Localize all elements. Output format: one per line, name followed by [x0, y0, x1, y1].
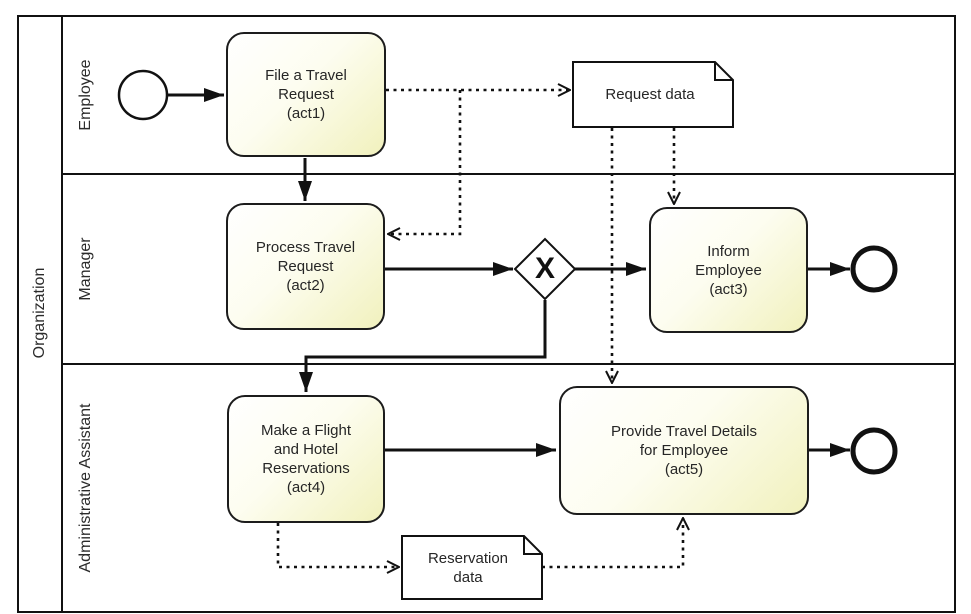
association-reservation-data-to-act5[interactable]: [542, 518, 683, 569]
task-label: Reservations: [262, 460, 350, 477]
end-event-manager[interactable]: [850, 245, 898, 293]
task-provide-travel-details[interactable]: Provide Travel Details for Employee (act…: [559, 386, 809, 515]
task-label: (act4): [286, 479, 326, 496]
pool-label-organization: Organization: [31, 267, 48, 359]
end-event-assistant[interactable]: [850, 427, 898, 475]
task-label: Request: [277, 258, 334, 275]
lane-label-manager: Manager: [77, 237, 94, 301]
reservation-data-label: Reservation data: [402, 536, 534, 599]
task-label: Process Travel: [255, 239, 356, 256]
task-process-travel-request[interactable]: Process Travel Request (act2): [226, 203, 385, 330]
xor-gateway-diamond[interactable]: [513, 237, 577, 301]
association-act4-to-reservation-data[interactable]: [276, 523, 399, 567]
task-label: (act2): [286, 277, 325, 294]
task-label: (act5): [664, 461, 704, 478]
task-label: Employee: [695, 261, 762, 279]
doc-label-line: Request data: [605, 86, 695, 103]
task-file-travel-request[interactable]: File a Travel Request (act1): [226, 32, 386, 157]
task-label: (act1): [286, 105, 326, 122]
task-make-reservations[interactable]: Make a Flight and Hotel Reservations (ac…: [227, 395, 385, 523]
task-label: Request: [278, 86, 334, 103]
association-request-data-to-act2[interactable]: [388, 90, 462, 234]
flow-gateway-to-act4[interactable]: [299, 300, 547, 392]
task-inform-employee[interactable]: Inform Employee (act3): [649, 207, 808, 333]
document-fold-icon: [714, 62, 733, 81]
doc-label-line: Reservation: [427, 549, 509, 567]
task-label: Provide Travel Details: [611, 423, 757, 440]
data-object-request[interactable]: [572, 61, 734, 128]
task-label: (act3): [709, 280, 748, 298]
task-label: Make a Flight: [260, 422, 352, 439]
doc-label-line: data: [453, 568, 483, 586]
lane-label-administrative-assistant: Administrative Assistant: [77, 403, 94, 573]
task-label: Inform: [707, 242, 750, 260]
start-event[interactable]: [117, 69, 169, 121]
task-label: for Employee: [639, 442, 729, 459]
pool-organization-border[interactable]: [17, 15, 956, 613]
document-fold-icon: [523, 536, 542, 555]
data-object-reservation[interactable]: [401, 535, 543, 600]
lane-label-employee: Employee: [77, 59, 94, 131]
xor-gateway-x-icon: X: [534, 252, 555, 285]
task-label: and Hotel: [273, 441, 339, 458]
task-label: File a Travel: [265, 67, 347, 84]
request-data-label: Request data: [575, 62, 725, 127]
